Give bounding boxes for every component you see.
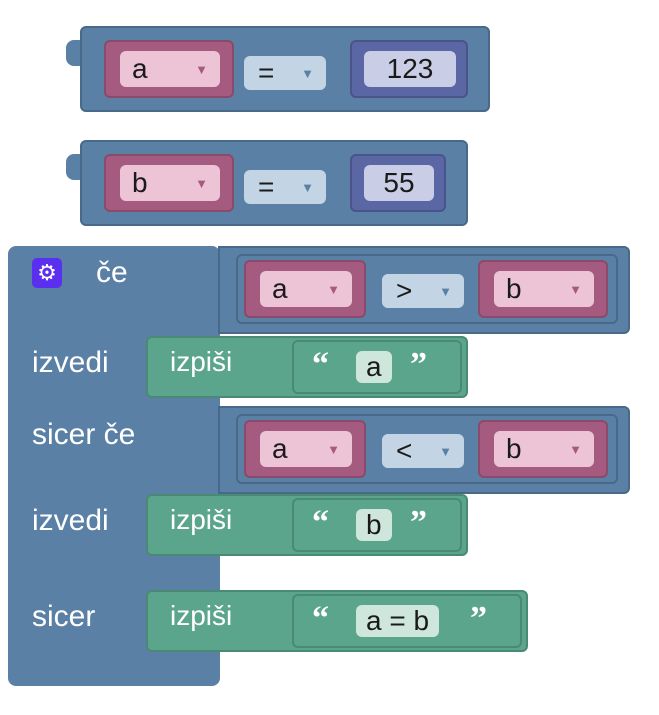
operator-dropdown[interactable]: = ▼ [244,170,326,204]
text-block[interactable]: “ a ” [292,340,462,394]
variable-block-b[interactable]: b ▼ [104,154,234,212]
print-label: izpiši [170,600,233,631]
open-quote-icon: “ [312,346,329,383]
text-block[interactable]: “ a = b ” [292,594,522,648]
operator-label: = [258,171,275,202]
text-block[interactable]: “ b ” [292,498,462,552]
variable-name: a [272,273,288,304]
dropdown-arrow-icon: ▼ [301,179,314,195]
dropdown-arrow-icon[interactable]: ▼ [569,281,582,297]
text-value[interactable]: b [356,509,392,541]
assignment-block-1[interactable]: a ▼ = ▼ 123 [80,26,490,112]
block-connector-tab [66,154,80,180]
dropdown-arrow-icon: ▼ [439,283,452,299]
variable-dropdown[interactable]: a ▼ [260,271,352,307]
text-value[interactable]: a = b [356,605,440,637]
variable-name: a [132,53,148,84]
open-quote-icon: “ [312,600,329,637]
close-quote-icon: ” [470,600,487,637]
variable-block-a[interactable]: a ▼ [244,260,366,318]
if-label: če [96,256,128,289]
variable-name: a [272,433,288,464]
operator-label: < [396,435,413,466]
number-block[interactable]: 123 [350,40,468,98]
dropdown-arrow-icon[interactable]: ▼ [195,175,208,191]
variable-block-b[interactable]: b ▼ [478,420,608,478]
print-block-3[interactable]: izpiši “ a = b ” [146,590,528,652]
print-label: izpiši [170,346,233,377]
variable-dropdown[interactable]: b ▼ [494,431,594,467]
dropdown-arrow-icon: ▼ [439,443,452,459]
compare-block-2[interactable]: a ▼ < ▼ b ▼ [236,414,618,484]
dropdown-arrow-icon[interactable]: ▼ [195,61,208,77]
dropdown-arrow-icon: ▼ [301,65,314,81]
do-label: izvedi [32,504,109,537]
variable-block-a[interactable]: a ▼ [244,420,366,478]
print-label: izpiši [170,504,233,535]
compare-operator-dropdown[interactable]: < ▼ [382,434,464,468]
variable-dropdown[interactable]: b ▼ [494,271,594,307]
number-block[interactable]: 55 [350,154,446,212]
else-label: sicer [32,600,96,633]
variable-dropdown[interactable]: b ▼ [120,165,220,201]
variable-block-a[interactable]: a ▼ [104,40,234,98]
variable-block-b[interactable]: b ▼ [478,260,608,318]
elseif-label: sicer če [32,418,136,451]
dropdown-arrow-icon[interactable]: ▼ [327,441,340,457]
print-block-2[interactable]: izpiši “ b ” [146,494,468,556]
variable-dropdown[interactable]: a ▼ [260,431,352,467]
close-quote-icon: ” [410,346,427,383]
open-quote-icon: “ [312,504,329,541]
mutator-gear-icon[interactable]: ⚙ [32,258,62,288]
operator-label: > [396,275,413,306]
variable-name: b [132,167,148,198]
number-value[interactable]: 123 [364,51,456,87]
close-quote-icon: ” [410,504,427,541]
do-label: izvedi [32,346,109,379]
variable-dropdown[interactable]: a ▼ [120,51,220,87]
dropdown-arrow-icon[interactable]: ▼ [327,281,340,297]
text-value[interactable]: a [356,351,392,383]
compare-block-1[interactable]: a ▼ > ▼ b ▼ [236,254,618,324]
variable-name: b [506,273,522,304]
variable-name: b [506,433,522,464]
assignment-block-2[interactable]: b ▼ = ▼ 55 [80,140,468,226]
operator-dropdown[interactable]: = ▼ [244,56,326,90]
dropdown-arrow-icon[interactable]: ▼ [569,441,582,457]
operator-label: = [258,57,275,88]
number-value[interactable]: 55 [364,165,434,201]
compare-operator-dropdown[interactable]: > ▼ [382,274,464,308]
block-connector-tab [66,40,80,66]
print-block-1[interactable]: izpiši “ a ” [146,336,468,398]
